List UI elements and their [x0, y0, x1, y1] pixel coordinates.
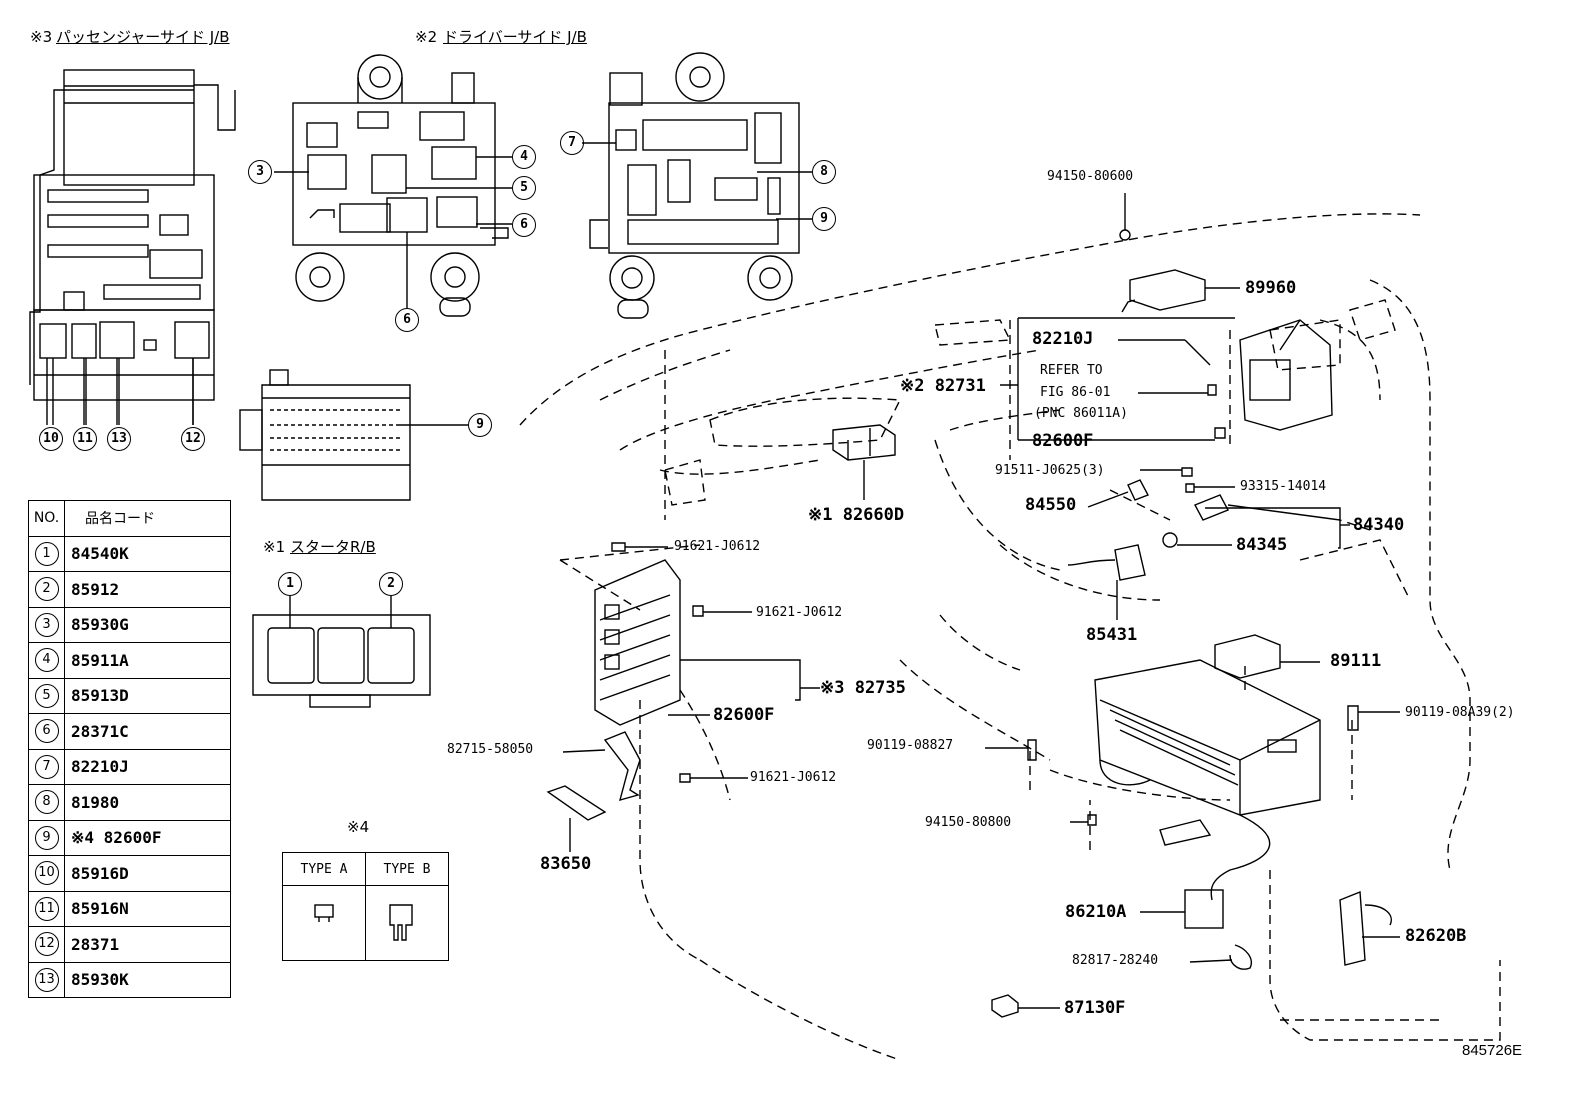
label-91621-b: 91621-J0612: [756, 605, 843, 620]
callout-8: 8: [812, 160, 836, 184]
label-82817: 82817-28240: [1072, 953, 1159, 968]
passenger-jb-mark: ※3: [30, 28, 53, 46]
driver-jb-title: ドライバーサイド J/B: [443, 28, 587, 46]
label-82715: 82715-58050: [447, 742, 534, 757]
label-84550: 84550: [1025, 495, 1077, 515]
label-83650: 83650: [540, 854, 592, 874]
dashboard-outline: [519, 213, 1501, 1061]
label-leaders: [562, 193, 1400, 1009]
label-93315: 93315-14014: [1240, 479, 1327, 494]
table-row: 9※4 82600F: [28, 819, 231, 856]
figure-id: 845726E: [1462, 1042, 1523, 1059]
refer-line-2: FIG 86-01: [1040, 385, 1111, 400]
starter-rb-mark: ※1: [263, 538, 286, 556]
label-89111: 89111: [1330, 651, 1382, 671]
label-84340: 84340: [1353, 515, 1405, 535]
driver-jb-mark: ※2: [415, 28, 438, 46]
component-drawings: [546, 229, 1392, 1018]
type-table-mark: ※4: [347, 818, 370, 836]
callout-7: 7: [560, 131, 584, 155]
label-84345: 84345: [1236, 535, 1288, 555]
label-90119-08A39: 90119-08A39(2): [1405, 705, 1515, 720]
label-91621-a: 91621-J0612: [674, 539, 761, 554]
callout-leaders: [52, 142, 812, 628]
header-no: NO.: [28, 500, 65, 537]
driver-junction-block-front-drawing: [292, 54, 509, 317]
type-a-header: TYPE A: [282, 852, 366, 886]
label-90119-08827: 90119-08827: [867, 738, 954, 753]
type-b-header: TYPE B: [365, 852, 449, 886]
label-89960: 89960: [1245, 278, 1297, 298]
starter-relay-block-drawing: [252, 614, 431, 708]
relay-block-drawing: [239, 369, 411, 501]
refer-line-1: REFER TO: [1040, 363, 1103, 378]
callout-3: 3: [248, 160, 272, 184]
passenger-jb-title: パッセンジャーサイド J/B: [56, 28, 230, 46]
label-82735: ※3 82735: [820, 678, 906, 698]
callout-9: 9: [812, 207, 836, 231]
callout-6-lower: 6: [395, 308, 419, 332]
label-86210A: 86210A: [1065, 902, 1127, 922]
callout-6: 6: [512, 213, 536, 237]
label-91511: 91511-J0625(3): [995, 463, 1105, 478]
callout-2: 2: [379, 572, 403, 596]
callout-11: 11: [73, 427, 97, 451]
callout-4: 4: [512, 145, 536, 169]
label-94150-80600: 94150-80600: [1047, 169, 1134, 184]
callout-10: 10: [39, 427, 63, 451]
label-85431: 85431: [1086, 625, 1138, 645]
label-91621-c: 91621-J0612: [750, 770, 837, 785]
callout-13: 13: [107, 427, 131, 451]
label-82660D: ※1 82660D: [808, 505, 905, 525]
label-94150-80800: 94150-80800: [925, 815, 1012, 830]
callout-1: 1: [278, 572, 302, 596]
type-a-cell: [282, 885, 366, 961]
label-82210J: 82210J: [1032, 329, 1094, 349]
refer-line-3: (PNC 86011A): [1034, 406, 1128, 421]
header-code: 品名コード: [64, 500, 231, 537]
label-82620B: 82620B: [1405, 926, 1467, 946]
driver-junction-block-rear-drawing: [589, 52, 800, 319]
callout-5: 5: [512, 176, 536, 200]
label-87130F: 87130F: [1064, 998, 1126, 1018]
label-82731: ※2 82731: [900, 376, 986, 396]
type-b-cell: [365, 885, 449, 961]
label-82600F-mid: 82600F: [713, 705, 775, 725]
label-82600F-top: 82600F: [1032, 431, 1094, 451]
callout-12: 12: [181, 427, 205, 451]
passenger-junction-block-drawing: [29, 69, 236, 425]
callout-9-relay: 9: [468, 413, 492, 437]
starter-rb-title: スタータR/B: [290, 538, 376, 556]
parts-table-header: NO. 品名コード: [28, 500, 231, 537]
